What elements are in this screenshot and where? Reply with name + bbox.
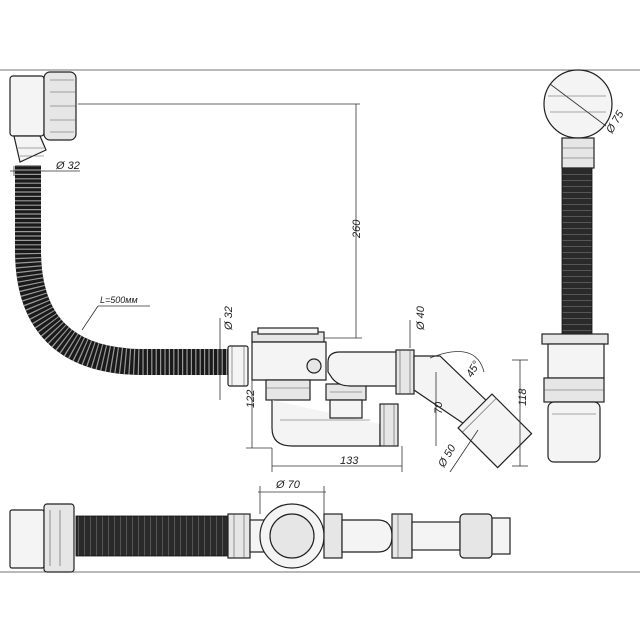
dim-h118: 118	[517, 388, 529, 406]
hose-nut	[227, 345, 249, 387]
dim-w133: 133	[340, 455, 359, 467]
side-view: Ø 75	[541, 69, 627, 463]
dim-h122: 122	[245, 390, 257, 408]
dim-d32-mid: Ø 32	[223, 306, 235, 331]
overflow-hose	[15, 165, 228, 375]
siphon-body	[251, 327, 381, 447]
dim-h260: 260	[351, 219, 363, 239]
side-hose	[561, 167, 593, 337]
top-view: Ø 70	[9, 479, 511, 573]
outlet-elbow	[327, 349, 533, 469]
dim-d32-top: Ø 32	[55, 160, 80, 172]
dim-d50: Ø 50	[436, 442, 459, 470]
dim-h70: 70	[433, 401, 445, 414]
dim-d40: Ø 40	[415, 305, 427, 331]
dim-angle45: 45°	[464, 359, 483, 380]
top-hose	[75, 515, 229, 557]
middle-connector	[325, 383, 399, 447]
overflow-cap-side	[543, 69, 613, 139]
dim-hose-length: L=500мм	[100, 295, 138, 305]
front-view: Ø 32 L=500мм 260 Ø 32	[9, 71, 533, 473]
dim-d70: Ø 70	[275, 479, 301, 491]
overflow-head	[9, 71, 77, 163]
